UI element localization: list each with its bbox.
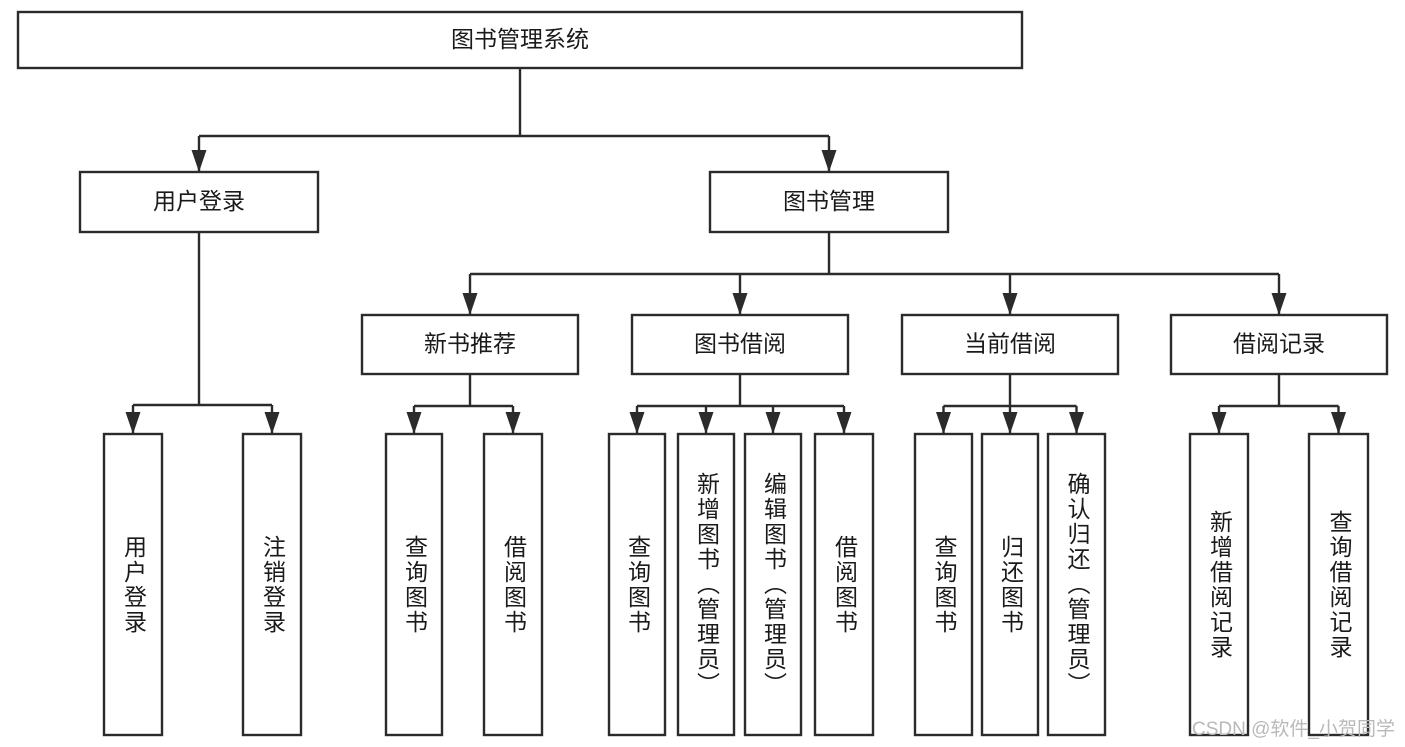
- node-box-n-borrow[interactable]: [630, 313, 850, 376]
- node-box-l-query-book-1[interactable]: [384, 432, 444, 737]
- arrow-head-icon: [264, 412, 280, 434]
- node-label-n-borrow: 图书借阅: [694, 331, 786, 357]
- node-label-n-user-login: 用户登录: [153, 188, 245, 214]
- node-label-n-book-mgmt: 图书管理: [783, 188, 875, 214]
- node-box-l-borrow-book-2[interactable]: [813, 432, 875, 737]
- node-box-l-add-record[interactable]: [1188, 432, 1250, 737]
- arrow-head-icon: [732, 293, 748, 315]
- node-box-l-query-book-2[interactable]: [607, 432, 667, 737]
- arrow-head-icon: [1211, 412, 1227, 434]
- arrow-head-icon: [1331, 412, 1346, 434]
- node-box-l-user-login[interactable]: [102, 432, 164, 737]
- arrow-head-icon: [765, 412, 781, 434]
- arrow-head-icon: [1069, 412, 1084, 434]
- node-box-n-user-login[interactable]: [78, 170, 320, 234]
- arrow-head-icon: [125, 412, 141, 434]
- arrow-head-icon: [462, 293, 478, 315]
- node-label-n-new-rec: 新书推荐: [424, 331, 516, 357]
- node-label-n-current: 当前借阅: [964, 331, 1056, 357]
- watermark-text: CSDN @软件_小贺同学: [1192, 719, 1395, 740]
- node-box-l-borrow-book-1[interactable]: [482, 432, 544, 737]
- arrow-head-icon: [821, 150, 837, 172]
- arrow-head-icon: [505, 412, 521, 434]
- nodes-layer: [16, 10, 1389, 737]
- arrow-head-icon: [629, 412, 645, 434]
- node-box-root[interactable]: [16, 10, 1024, 70]
- node-label-root: 图书管理系统: [451, 26, 589, 52]
- node-box-n-new-rec[interactable]: [360, 313, 580, 376]
- node-box-l-query-record[interactable]: [1307, 432, 1370, 737]
- arrow-head-icon: [936, 412, 951, 434]
- connectors-layer: [125, 68, 1346, 434]
- node-box-n-current[interactable]: [900, 313, 1120, 376]
- node-label-n-records: 借阅记录: [1233, 331, 1325, 357]
- arrow-head-icon: [1271, 293, 1287, 315]
- arrow-head-icon: [1002, 412, 1018, 434]
- arrow-head-icon: [698, 412, 714, 434]
- node-box-n-records[interactable]: [1169, 313, 1389, 376]
- node-box-l-add-book[interactable]: [676, 432, 736, 737]
- node-box-l-confirm-return[interactable]: [1046, 432, 1107, 737]
- node-box-n-book-mgmt[interactable]: [708, 170, 950, 234]
- arrow-head-icon: [406, 412, 422, 434]
- arrow-head-icon: [191, 150, 207, 172]
- node-box-l-edit-book[interactable]: [743, 432, 803, 737]
- node-box-l-query-book-3[interactable]: [913, 432, 974, 737]
- node-box-l-return-book[interactable]: [980, 432, 1040, 737]
- arrow-head-icon: [1002, 293, 1018, 315]
- arrow-head-icon: [836, 412, 852, 434]
- node-box-l-logout[interactable]: [241, 432, 303, 737]
